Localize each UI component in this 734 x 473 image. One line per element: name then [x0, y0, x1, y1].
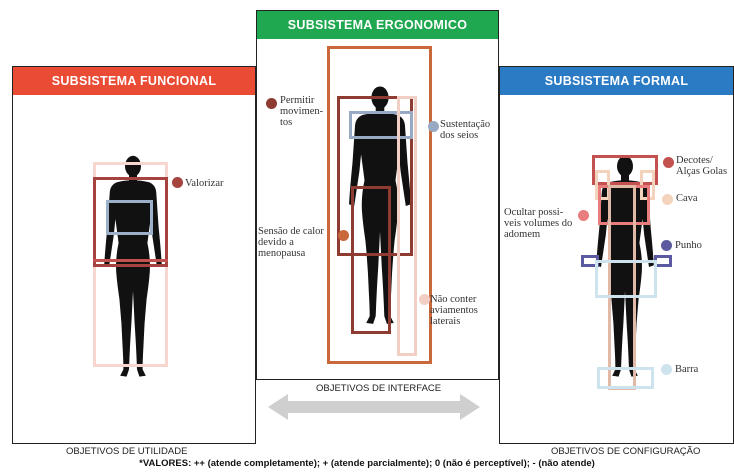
note-calor: Sensão de calor devido a menopausa — [258, 226, 332, 259]
box-valorizar-waist — [106, 200, 153, 235]
dot-icon-permitir — [266, 98, 277, 109]
panel-ergonomico: SUBSISTEMA ERGONOMICO Permitir movimen- … — [256, 10, 499, 380]
panel-title-formal: SUBSISTEMA FORMAL — [500, 67, 733, 95]
footer-funcional: OBJETIVOS DE UTILIDADE — [66, 446, 187, 457]
box-barra — [597, 367, 654, 389]
box-calor — [351, 186, 391, 334]
panel-funcional: SUBSISTEMA FUNCIONAL Valorizar — [12, 66, 256, 444]
note-sustentacao: Sustentação dos seios — [440, 119, 500, 141]
double-headed-arrow-icon — [268, 392, 480, 422]
box-quadril — [595, 260, 657, 298]
dot-icon-laterais — [419, 294, 430, 305]
values-legend: *VALORES: ++ (atende completamente); + (… — [0, 458, 734, 469]
note-decotes: Decotes/ Alças Golas — [676, 155, 734, 177]
note-permitir: Permitir movimen- tos — [280, 95, 328, 128]
panel-title-ergonomico: SUBSISTEMA ERGONOMICO — [257, 11, 498, 39]
dot-icon-barra — [661, 364, 672, 375]
note-punho: Punho — [675, 240, 702, 251]
dot-icon-sustentacao — [428, 121, 439, 132]
dot-icon-decotes — [663, 157, 674, 168]
box-valorizar-hip — [93, 259, 168, 267]
note-cava: Cava — [676, 193, 698, 204]
panel-formal: SUBSISTEMA FORMAL Decotes/ Alças Golas C… — [499, 66, 734, 444]
footer-formal: OBJETIVOS DE CONFIGURAÇÃO — [551, 446, 700, 457]
dot-icon-calor — [338, 230, 349, 241]
note-ocultar: Ocultar possi- veis volumes do adomem — [504, 207, 580, 240]
note-barra: Barra — [675, 364, 698, 375]
dot-icon-valorizar — [172, 177, 183, 188]
note-valorizar: Valorizar — [185, 178, 223, 189]
dot-icon-cava — [662, 194, 673, 205]
dot-icon-punho — [661, 240, 672, 251]
note-laterais: Não conter aviamentos laterais — [430, 294, 490, 327]
panel-title-funcional: SUBSISTEMA FUNCIONAL — [13, 67, 255, 95]
box-laterais — [397, 96, 417, 356]
